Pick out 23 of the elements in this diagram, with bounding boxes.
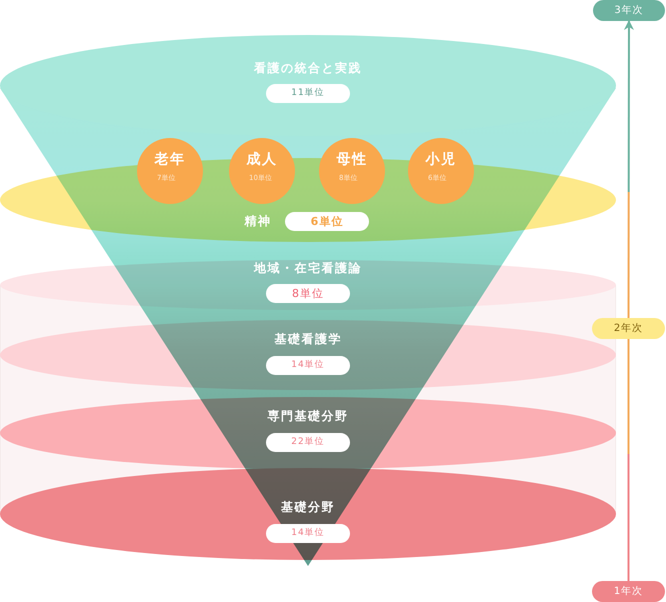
credit-tag: 11単位 xyxy=(266,84,350,102)
connector-line xyxy=(628,339,630,581)
layer-title: 地域・在宅看護論 xyxy=(254,260,362,276)
course-title: 母性 xyxy=(336,152,368,168)
course-title: 小児 xyxy=(426,152,456,168)
year-tag: 1年次 xyxy=(592,581,665,602)
layer-title: 基礎看護学 xyxy=(274,332,342,346)
layer-ellipse xyxy=(0,397,616,469)
layer-ellipse xyxy=(0,468,616,560)
credit-tag: 6単位 xyxy=(285,212,369,230)
credit-tag: 22単位 xyxy=(266,432,350,452)
arrow xyxy=(624,20,634,318)
credit-tag: 8単位 xyxy=(266,284,350,302)
course-title: 老年 xyxy=(154,152,186,168)
credit-tag: 14単位 xyxy=(266,356,350,374)
layer-title: 精神 xyxy=(244,214,272,228)
course-title: 成人 xyxy=(246,152,278,168)
layer-title: 看護の統合と実践 xyxy=(254,60,362,76)
credit-tag: 14単位 xyxy=(266,524,350,542)
year-tag: 3年次 xyxy=(593,0,665,21)
layer-title: 基礎分野 xyxy=(281,500,335,514)
layer-title: 専門基礎分野 xyxy=(268,408,348,424)
year-tag: 2年次 xyxy=(592,318,665,339)
